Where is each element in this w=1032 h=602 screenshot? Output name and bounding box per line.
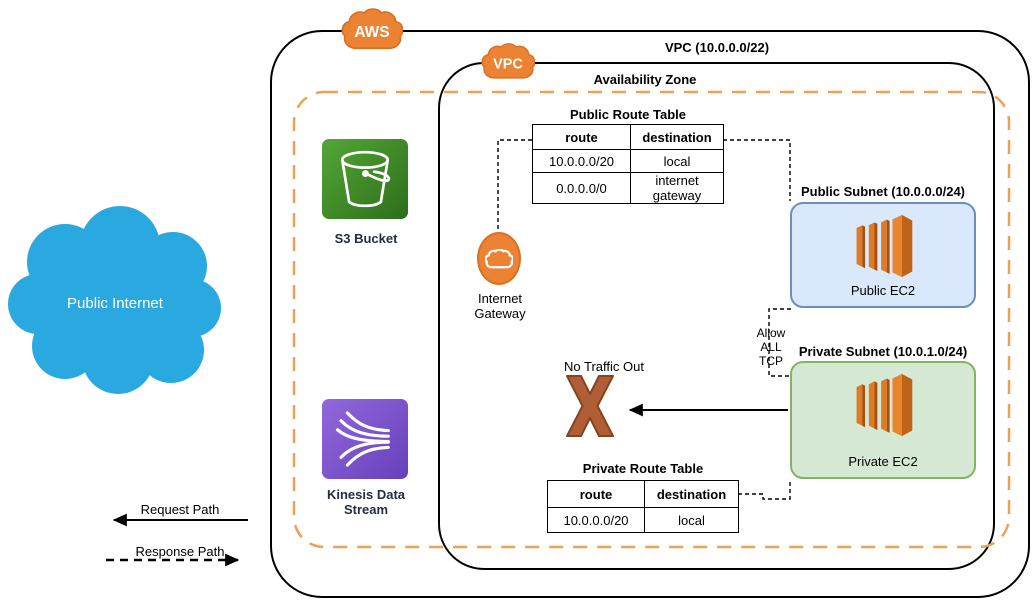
- table-row: 0.0.0.0/0 internet gateway: [532, 172, 724, 204]
- internet-gateway-label-line1: Internet: [477, 291, 523, 306]
- internet-gateway-icon: [477, 232, 521, 285]
- private-subnet-label: Private Subnet (10.0.1.0/24): [798, 344, 968, 359]
- private-route-table-title: Private Route Table: [582, 461, 704, 476]
- vpc-cidr-label: VPC (10.0.0.0/22): [664, 40, 770, 55]
- s3-bucket-icon: [322, 139, 408, 219]
- table-cell: local: [630, 149, 724, 173]
- table-header-row: route destination: [532, 124, 724, 150]
- ec2-icon: [856, 373, 913, 437]
- ec2-icon: [856, 214, 913, 278]
- aws-cloud-icon: AWS: [341, 8, 403, 50]
- internet-gateway-label-line2: Gateway: [474, 306, 526, 321]
- table-cell: 10.0.0.0/20: [532, 149, 631, 173]
- availability-zone-label: Availability Zone: [593, 72, 697, 87]
- table-cell: 0.0.0.0/0: [532, 172, 631, 204]
- cloud-glyph: [485, 248, 513, 268]
- vpc-cloud-icon: VPC: [481, 43, 535, 79]
- public-subnet-label: Public Subnet (10.0.0.0/24): [801, 184, 965, 199]
- no-traffic-out-label: No Traffic Out: [564, 359, 644, 374]
- table-row: 10.0.0.0/20 local: [532, 149, 724, 173]
- public-internet-label: Public Internet: [67, 295, 164, 312]
- stream-glyph: [335, 411, 390, 467]
- internet-gateway-label: Internet Gateway: [456, 291, 544, 321]
- bucket-glyph: [340, 150, 391, 208]
- kinesis-label-line2: Stream: [343, 502, 389, 517]
- route-column-header: route: [532, 124, 631, 150]
- public-route-table: route destination 10.0.0.0/20 local 0.0.…: [532, 124, 724, 204]
- route-column-header: route: [547, 480, 645, 508]
- destination-column-header: destination: [630, 124, 724, 150]
- allow-line3: TCP: [759, 354, 783, 368]
- public-internet-cloud: Public Internet: [8, 206, 221, 394]
- allow-line2: ALL: [760, 340, 782, 354]
- public-route-table-title: Public Route Table: [569, 107, 687, 122]
- s3-bucket-label: S3 Bucket: [334, 231, 398, 246]
- destination-column-header: destination: [644, 480, 739, 508]
- vpc-badge-label: VPC: [493, 57, 523, 73]
- private-route-table: route destination 10.0.0.0/20 local: [547, 480, 739, 533]
- table-cell: 10.0.0.0/20: [547, 507, 645, 533]
- allow-all-tcp-label: Allow ALL TCP: [749, 326, 793, 368]
- aws-badge-label: AWS: [354, 24, 389, 41]
- legend-response-label: Response Path: [135, 544, 225, 559]
- public-ec2-label: Public EC2: [850, 283, 916, 298]
- kinesis-label: Kinesis Data Stream: [302, 487, 430, 517]
- table-cell: local: [644, 507, 739, 533]
- allow-line1: Allow: [756, 326, 786, 340]
- table-row: 10.0.0.0/20 local: [547, 507, 739, 533]
- table-cell: internet gateway: [630, 172, 724, 204]
- legend-request-label: Request Path: [140, 502, 220, 517]
- private-subnet-box: Private EC2: [790, 361, 976, 479]
- kinesis-data-stream-icon: [322, 399, 408, 479]
- private-ec2-label: Private EC2: [848, 454, 918, 469]
- public-subnet-box: Public EC2: [790, 202, 976, 308]
- aws-cloud-boundary: [270, 30, 1030, 598]
- table-header-row: route destination: [547, 480, 739, 508]
- kinesis-label-line1: Kinesis Data: [326, 487, 406, 502]
- blocked-x-icon: [566, 375, 614, 437]
